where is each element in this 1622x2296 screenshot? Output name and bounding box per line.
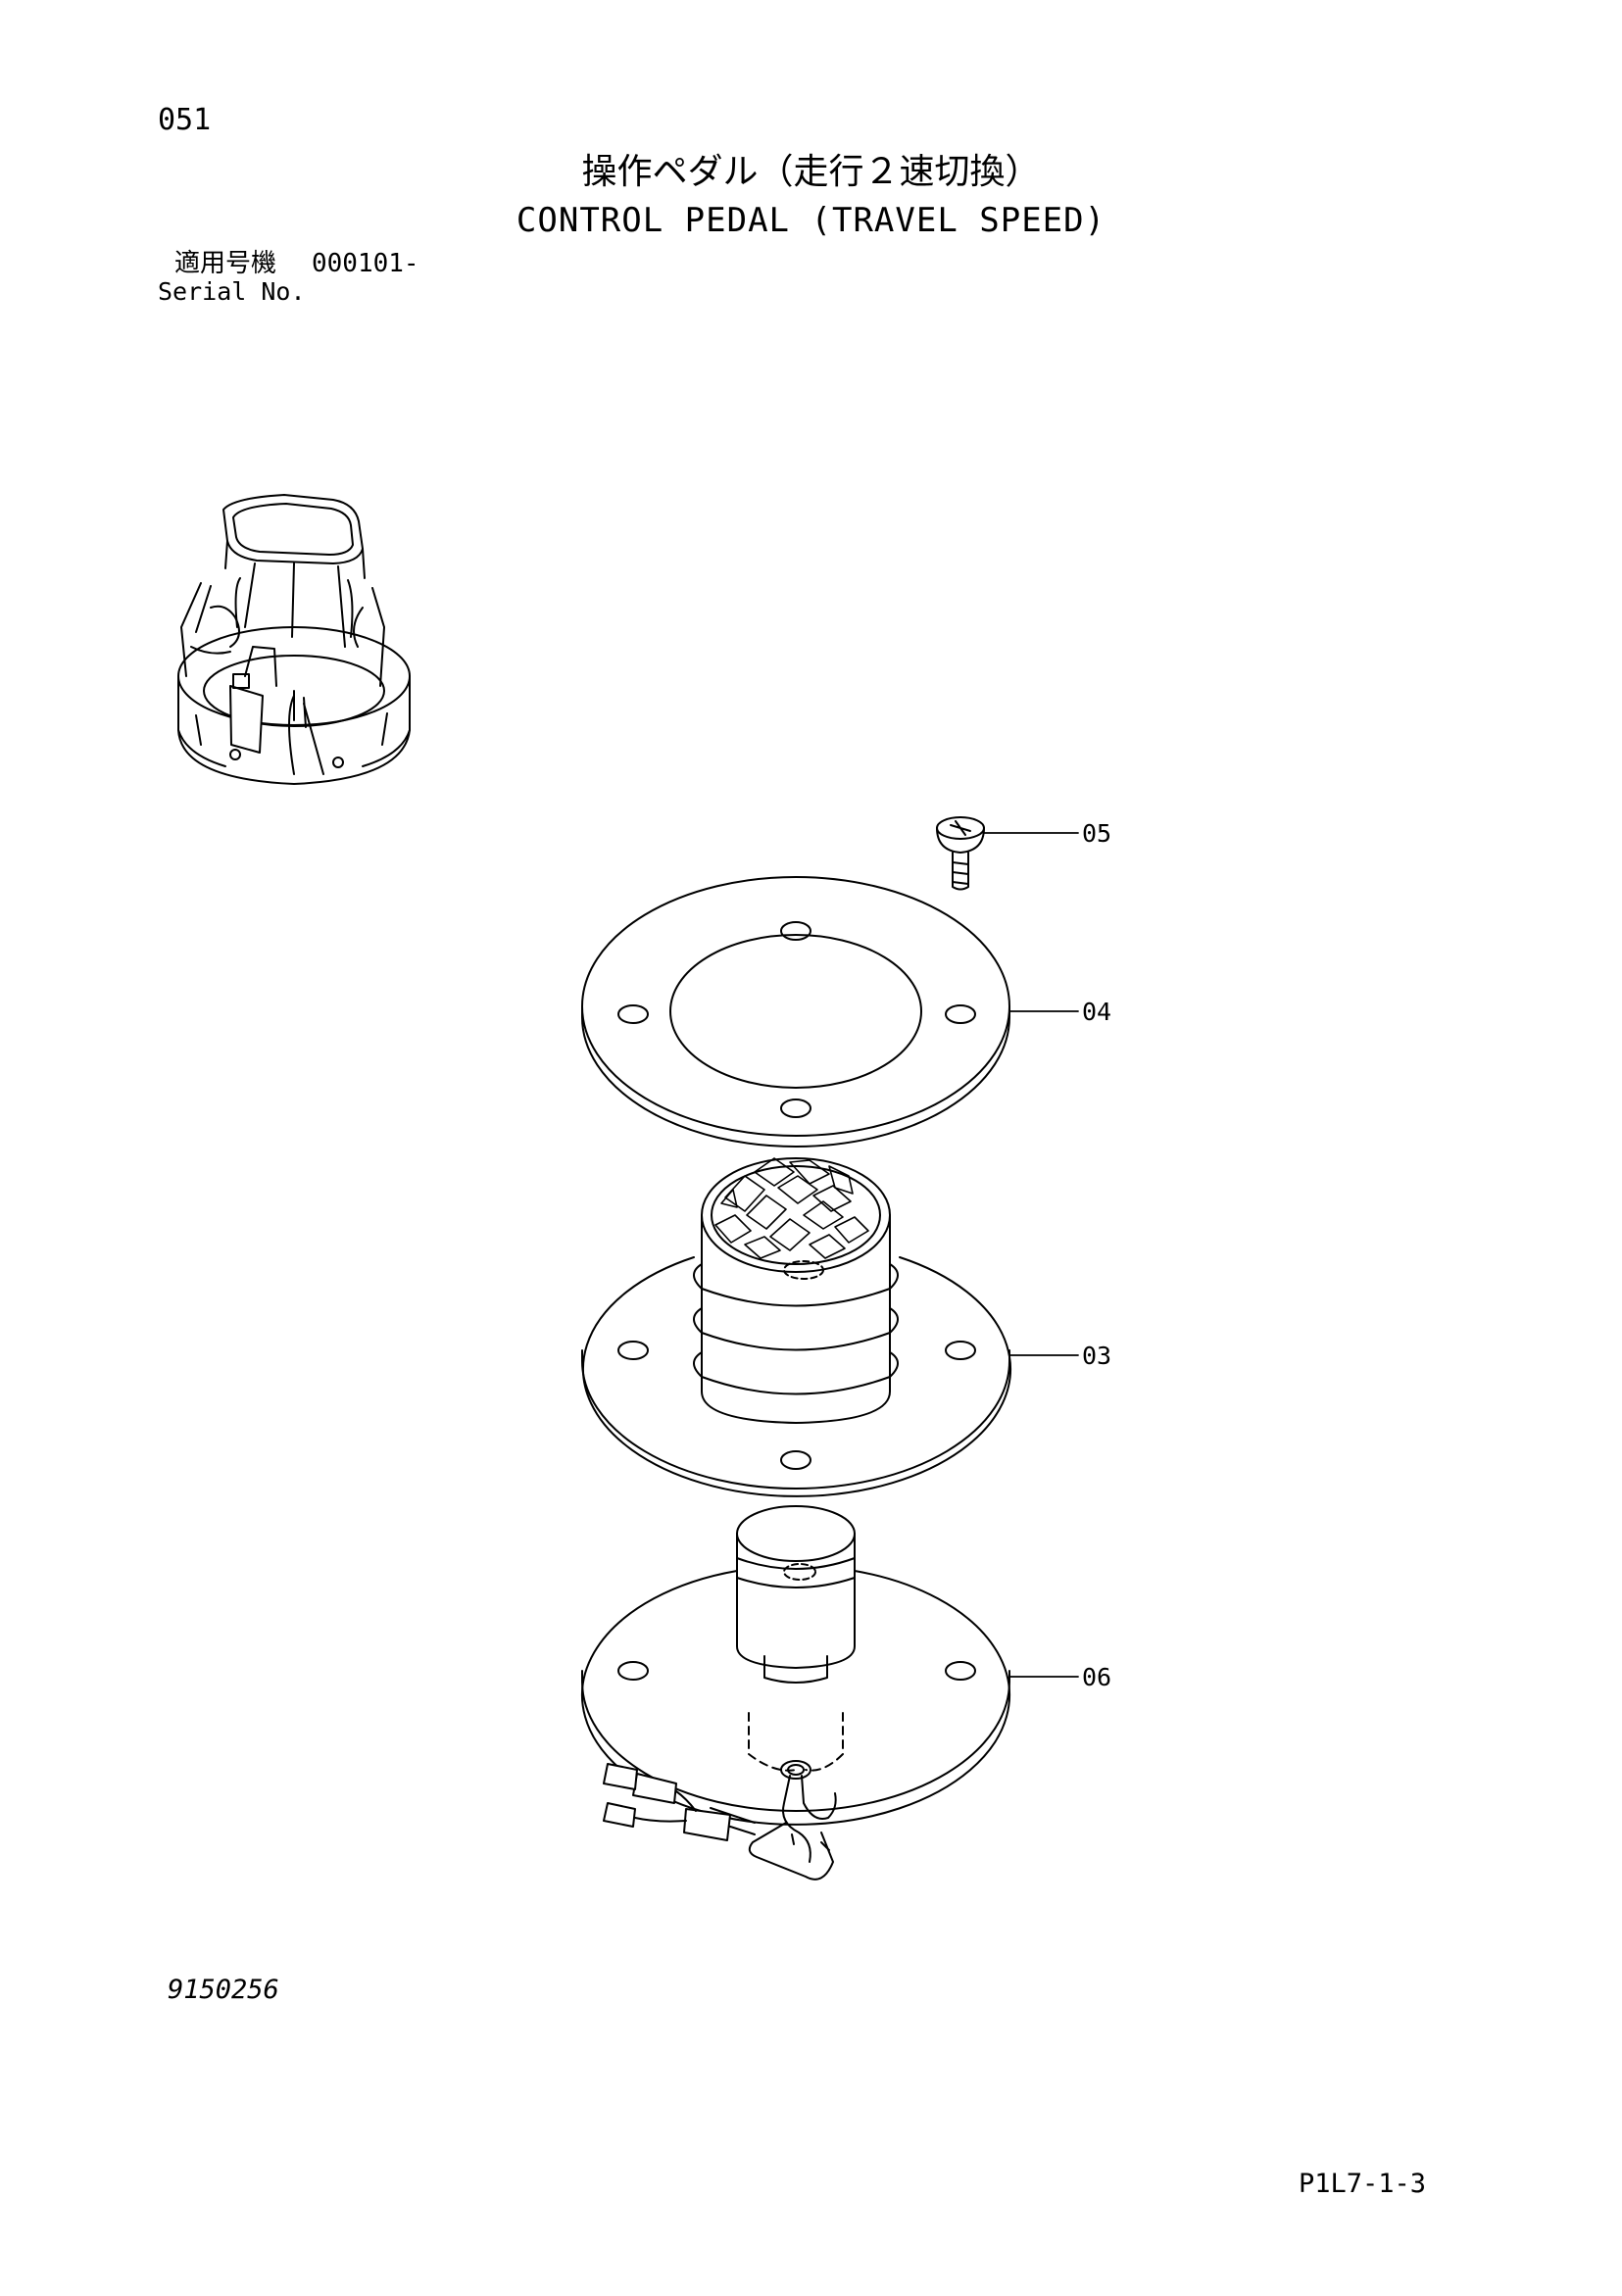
callout-leaders <box>984 833 1078 1677</box>
callout-04: 04 <box>1082 998 1112 1026</box>
serial-number-value: 000101- <box>312 249 419 278</box>
page-number: 051 <box>158 103 212 137</box>
callout-05: 05 <box>1082 819 1112 848</box>
serial-label-english: Serial No. <box>158 277 306 306</box>
page-title-japanese: 操作ペダル（走行２速切換） <box>581 152 1041 192</box>
serial-label-japanese: 適用号機 <box>174 249 277 278</box>
part-05-screw-drawing <box>937 817 984 890</box>
part-06-switch-plate-drawing <box>582 1506 1009 1880</box>
callout-06: 06 <box>1082 1663 1112 1691</box>
sheet-code: P1L7-1-3 <box>1299 2169 1427 2199</box>
callout-03: 03 <box>1082 1342 1112 1370</box>
drawing-number: 9150256 <box>168 1975 279 2005</box>
part-03-pedal-plate-drawing <box>582 1158 1010 1496</box>
part-04-cover-plate-drawing <box>582 877 1009 1147</box>
location-overview-drawing <box>178 495 410 784</box>
page-title-english: CONTROL PEDAL (TRAVEL SPEED) <box>516 201 1106 240</box>
